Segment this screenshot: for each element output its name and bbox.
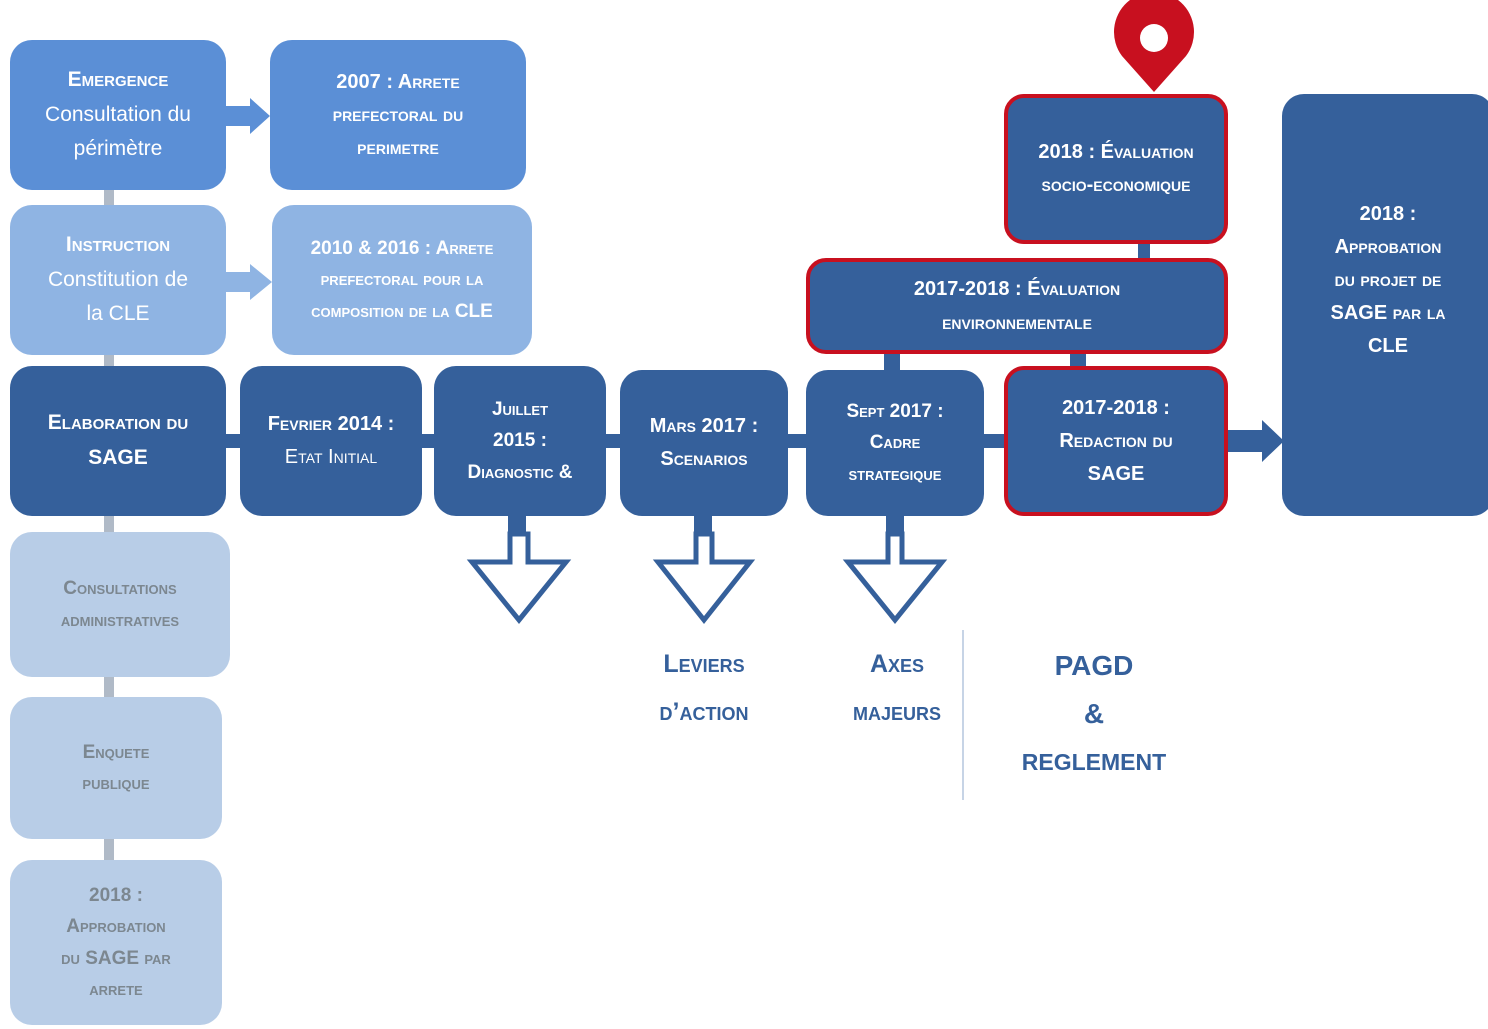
emergence-line2: périmètre (73, 137, 163, 161)
axes-label: Axes majeurs (822, 640, 972, 736)
enquete-line2: publique (82, 773, 150, 794)
socio-line2: socio-economique (1041, 174, 1191, 196)
mars-line1: Mars 2017 : (649, 415, 759, 437)
approbation-cle-box: 2018 : Approbation du projet de SAGE par… (1282, 94, 1488, 516)
enquete-line1: Enquete (82, 741, 150, 763)
instruction-line2: la CLE (86, 302, 150, 326)
final-line1: 2018 : (1359, 203, 1417, 225)
arrete-2010-line3: composition de la CLE (311, 300, 493, 322)
consultations-line1: Consultations (63, 578, 177, 600)
mars-2017-box: Mars 2017 : Scenarios (620, 370, 788, 516)
instruction-box: Instruction Constitution de la CLE (10, 205, 226, 355)
elaboration-line2: SAGE (88, 446, 148, 469)
fevrier-line2: Etat Initial (284, 446, 378, 468)
left-column-connector (104, 180, 114, 880)
environ-line1: 2017-2018 : Évaluation (913, 278, 1121, 300)
environ-line2: environnementale (942, 312, 1092, 334)
sept-2017-box: Sept 2017 : Cadre strategique (806, 370, 984, 516)
consultations-line2: administratives (60, 609, 180, 631)
enquete-box: Enquete publique (10, 697, 222, 839)
socio-line1: 2018 : Évaluation (1038, 141, 1194, 163)
pagd-line2: & (1083, 698, 1105, 729)
arrete-2010-2016-box: 2010 & 2016 : Arrete prefectoral pour la… (272, 205, 532, 355)
final-line2: Approbation (1334, 236, 1442, 258)
juillet-line3: Diagnostic & (467, 461, 573, 483)
emergence-title: Emergence (67, 68, 169, 92)
final-line3: du projet de (1334, 269, 1442, 291)
map-pin-icon (1114, 0, 1194, 92)
final-line5: CLE (1367, 335, 1408, 357)
emergence-line1: Consultation du (45, 102, 191, 126)
arrete-2007-box: 2007 : Arrete prefectoral du perimetre (270, 40, 526, 190)
environ-evaluation-box: 2017-2018 : Évaluation environnementale (806, 258, 1228, 354)
pagd-line3: REGLEMENT (1021, 749, 1167, 775)
down-arrow-mars-icon (652, 514, 756, 625)
redaction-line2: Redaction du (1059, 429, 1173, 452)
arrow-instruction-icon (226, 264, 272, 300)
separator-line (962, 630, 964, 800)
leviers-label: Leviers d’action (620, 640, 788, 736)
redaction-sage-box: 2017-2018 : Redaction du SAGE (1004, 366, 1228, 516)
elaboration-box: Elaboration du SAGE (10, 366, 226, 516)
arrete-2007-line1: 2007 : Arrete (336, 70, 460, 93)
socio-evaluation-box: 2018 : Évaluation socio-economique (1004, 94, 1228, 244)
pagd-label: PAGD & REGLEMENT (1004, 642, 1184, 786)
arrow-timeline-end-icon (1228, 420, 1284, 462)
arrete-2010-line1: 2010 & 2016 : Arrete (310, 237, 494, 259)
approbation-arrete-box: 2018 : Approbation du SAGE par arrete (10, 860, 222, 1025)
axes-line2: majeurs (852, 698, 941, 726)
redaction-line1: 2017-2018 : (1062, 396, 1170, 419)
emergence-box: Emergence Consultation du périmètre (10, 40, 226, 190)
sept-line3: strategique (848, 463, 942, 485)
arrete-2010-line2: prefectoral pour la (320, 269, 484, 291)
juillet-2015-box: Juillet 2015 : Diagnostic & (434, 366, 606, 516)
approbation-arrete-line4: arrete (89, 978, 143, 1000)
fevrier-2014-box: Fevrier 2014 : Etat Initial (240, 366, 422, 516)
elaboration-line1: Elaboration du (47, 411, 189, 435)
consultations-box: Consultations administratives (10, 532, 230, 677)
down-arrow-sept-icon (842, 514, 948, 624)
instruction-line1: Constitution de (47, 267, 189, 291)
final-line4: SAGE par la (1330, 302, 1446, 324)
approbation-arrete-line3: du SAGE par (61, 947, 171, 969)
approbation-arrete-line1: 2018 : (89, 884, 143, 906)
juillet-line2: 2015 : (493, 430, 547, 452)
sept-line1: Sept 2017 : (846, 400, 944, 422)
axes-line1: Axes (869, 650, 925, 678)
juillet-line1: Juillet (491, 398, 549, 420)
leviers-line2: d’action (659, 698, 749, 726)
arrow-emergence-icon (226, 98, 270, 134)
down-arrow-juillet-icon (466, 514, 572, 624)
redaction-line3: SAGE (1087, 462, 1145, 485)
leviers-line1: Leviers (663, 650, 745, 678)
arrete-2007-line2: prefectoral du (332, 103, 464, 126)
fevrier-line1: Fevrier 2014 : (267, 413, 395, 435)
instruction-title: Instruction (65, 233, 171, 257)
approbation-arrete-line2: Approbation (66, 916, 166, 938)
pagd-line1: PAGD (1054, 650, 1134, 681)
arrete-2007-line3: perimetre (357, 136, 439, 159)
sept-line2: Cadre (869, 432, 921, 454)
mars-line2: Scenarios (660, 448, 748, 470)
